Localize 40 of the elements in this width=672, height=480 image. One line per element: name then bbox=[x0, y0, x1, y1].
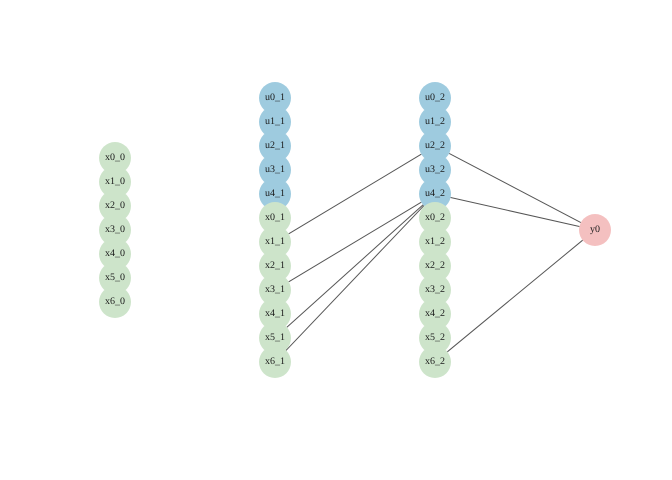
node-label: x3_2 bbox=[425, 285, 445, 295]
node-label: u0_2 bbox=[425, 93, 445, 103]
node-label: x6_1 bbox=[265, 357, 285, 367]
node-label: x3_0 bbox=[105, 225, 125, 235]
node-label: u0_1 bbox=[265, 93, 285, 103]
node-label: x6_0 bbox=[105, 297, 125, 307]
node-label: x0_1 bbox=[265, 213, 285, 223]
connector-line bbox=[448, 152, 582, 224]
node-label: u1_1 bbox=[265, 117, 285, 127]
node-label: x3_1 bbox=[265, 285, 285, 295]
node-label: x1_0 bbox=[105, 177, 125, 187]
node-label: x0_2 bbox=[425, 213, 445, 223]
node-label: x2_1 bbox=[265, 261, 285, 271]
connector-line bbox=[286, 204, 424, 328]
node-label: u4_2 bbox=[425, 189, 445, 199]
node-label: x5_2 bbox=[425, 333, 445, 343]
node-label: x5_0 bbox=[105, 273, 125, 283]
connector-line bbox=[288, 154, 422, 234]
node-label: x4_0 bbox=[105, 249, 125, 259]
node-label: u2_1 bbox=[265, 141, 285, 151]
node-label: u4_1 bbox=[265, 189, 285, 199]
node-label: x2_2 bbox=[425, 261, 445, 271]
node-label: x4_2 bbox=[425, 309, 445, 319]
circle-node bbox=[579, 214, 611, 246]
connector-line bbox=[450, 197, 580, 227]
node-label: u3_1 bbox=[265, 165, 285, 175]
node-label: x2_0 bbox=[105, 201, 125, 211]
node-label: x5_1 bbox=[265, 333, 285, 343]
node-label: x1_1 bbox=[265, 237, 285, 247]
node-label: x1_2 bbox=[425, 237, 445, 247]
node-label: u1_2 bbox=[425, 117, 445, 127]
node-label: x6_2 bbox=[425, 357, 445, 367]
connector-line bbox=[446, 240, 584, 352]
node-label: y0 bbox=[590, 225, 600, 235]
connector-line bbox=[288, 202, 422, 282]
node-label: x4_1 bbox=[265, 309, 285, 319]
connector-line bbox=[286, 205, 424, 351]
node-label: u2_2 bbox=[425, 141, 445, 151]
node-label: x0_0 bbox=[105, 153, 125, 163]
node-label: u3_2 bbox=[425, 165, 445, 175]
